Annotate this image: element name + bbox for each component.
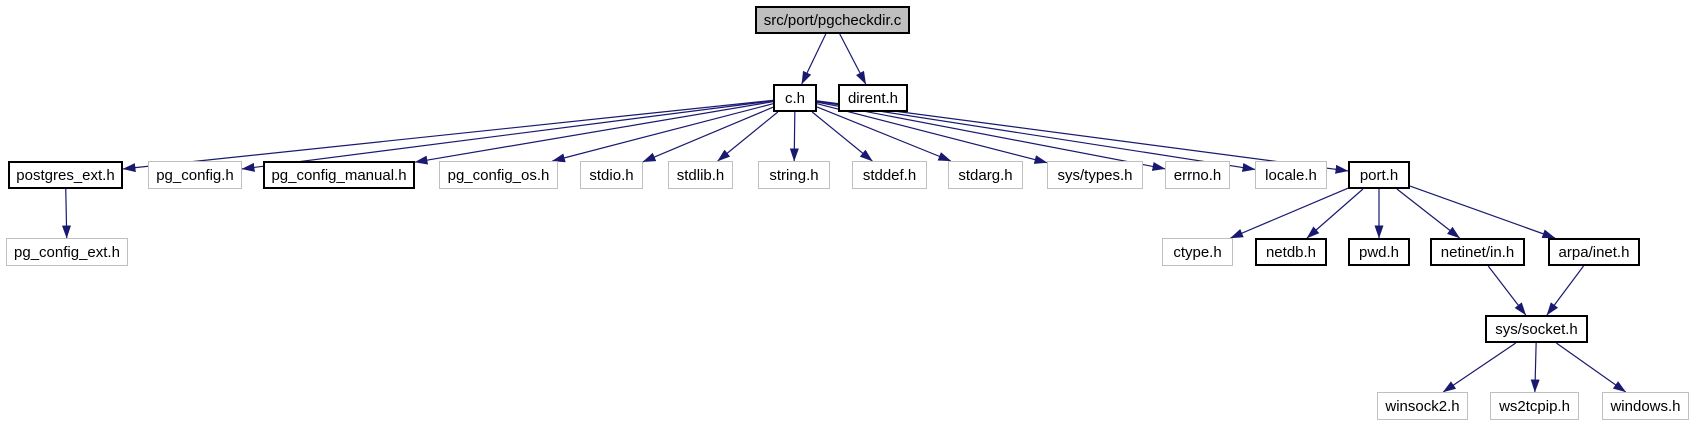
- node-label: locale.h: [1265, 166, 1317, 184]
- node-pwd_h[interactable]: pwd.h: [1348, 238, 1410, 266]
- node-label: string.h: [769, 166, 819, 184]
- node-label: pg_config_os.h: [447, 166, 550, 184]
- node-label: postgres_ext.h: [16, 166, 115, 184]
- node-sys_socket_h[interactable]: sys/socket.h: [1485, 315, 1588, 343]
- node-label: ws2tcpip.h: [1499, 397, 1570, 415]
- node-ctype_h: ctype.h: [1162, 238, 1233, 266]
- node-sys_types_h: sys/types.h: [1047, 161, 1143, 189]
- node-label: stdio.h: [589, 166, 634, 184]
- node-stddef_h: stddef.h: [852, 161, 927, 189]
- node-port_h[interactable]: port.h: [1348, 161, 1410, 189]
- node-stdarg_h: stdarg.h: [948, 161, 1023, 189]
- node-label: winsock2.h: [1385, 397, 1460, 415]
- node-dirent_h[interactable]: dirent.h: [838, 84, 908, 112]
- node-ws2tcpip_h: ws2tcpip.h: [1490, 392, 1579, 420]
- node-label: stddef.h: [862, 166, 917, 184]
- edge-c_h-to-postgres_ext_h: [122, 99, 774, 173]
- edge-port_h-to-ctype_h: [1230, 187, 1349, 239]
- node-label: sys/socket.h: [1495, 320, 1578, 338]
- node-label: pg_config_ext.h: [14, 243, 120, 261]
- edge-c_h-to-pg_config_manual_h: [414, 101, 774, 165]
- edge-c_h-to-stdarg_h: [816, 106, 952, 162]
- edge-sys_socket_h-to-windows_h: [1555, 342, 1627, 393]
- node-winsock2_h: winsock2.h: [1377, 392, 1468, 420]
- node-pg_config_ext_h: pg_config_ext.h: [6, 238, 128, 266]
- edge-postgres_ext_h-to-pg_config_ext_h: [61, 188, 71, 239]
- edge-port_h-to-netdb_h: [1306, 188, 1364, 239]
- node-c_h[interactable]: c.h: [773, 84, 817, 112]
- node-locale_h: locale.h: [1255, 161, 1327, 189]
- node-pgcheckdir_c: src/port/pgcheckdir.c: [755, 6, 910, 34]
- edge-c_h-to-stddef_h: [811, 111, 873, 162]
- node-label: sys/types.h: [1057, 166, 1133, 184]
- node-label: c.h: [784, 89, 805, 107]
- node-label: errno.h: [1173, 166, 1222, 184]
- edge-c_h-to-pg_config_os_h: [551, 103, 774, 163]
- node-string_h: string.h: [758, 161, 830, 189]
- node-label: dirent.h: [847, 89, 899, 107]
- node-postgres_ext_h[interactable]: postgres_ext.h: [8, 161, 123, 189]
- edge-netinet_in_h-to-sys_socket_h: [1487, 265, 1527, 316]
- node-label: stdarg.h: [958, 166, 1013, 184]
- node-label: windows.h: [1610, 397, 1681, 415]
- node-label: arpa/inet.h: [1558, 243, 1630, 261]
- edge-pgcheckdir_c-to-c_h: [801, 33, 827, 85]
- node-label: src/port/pgcheckdir.c: [763, 11, 902, 29]
- edge-pgcheckdir_c-to-dirent_h: [839, 33, 867, 85]
- edge-c_h-to-pg_config_h: [241, 100, 774, 172]
- node-pg_config_h: pg_config.h: [148, 161, 242, 189]
- node-label: netdb.h: [1265, 243, 1317, 261]
- node-netdb_h[interactable]: netdb.h: [1255, 238, 1327, 266]
- node-label: stdlib.h: [676, 166, 725, 184]
- edge-c_h-to-string_h: [789, 111, 799, 162]
- edge-c_h-to-sys_types_h: [816, 103, 1048, 164]
- edge-sys_socket_h-to-ws2tcpip_h: [1530, 342, 1540, 393]
- edge-arpa_inet_h-to-sys_socket_h: [1546, 265, 1585, 316]
- edge-c_h-to-stdlib_h: [717, 111, 779, 162]
- node-stdio_h: stdio.h: [580, 161, 643, 189]
- node-label: pg_config_manual.h: [271, 166, 407, 184]
- node-windows_h: windows.h: [1602, 392, 1689, 420]
- edge-sys_socket_h-to-winsock2_h: [1442, 342, 1517, 393]
- node-label: pwd.h: [1358, 243, 1400, 261]
- node-label: ctype.h: [1173, 243, 1222, 261]
- node-errno_h: errno.h: [1165, 161, 1230, 189]
- node-arpa_inet_h[interactable]: arpa/inet.h: [1548, 238, 1640, 266]
- edge-c_h-to-errno_h: [816, 101, 1166, 171]
- edge-port_h-to-netinet_in_h: [1396, 188, 1460, 239]
- node-stdlib_h: stdlib.h: [668, 161, 733, 189]
- edge-port_h-to-arpa_inet_h: [1409, 185, 1556, 239]
- node-pg_config_manual_h[interactable]: pg_config_manual.h: [263, 161, 415, 189]
- node-netinet_in_h[interactable]: netinet/in.h: [1430, 238, 1525, 266]
- node-label: pg_config.h: [156, 166, 234, 184]
- edge-c_h-to-stdio_h: [642, 106, 774, 163]
- node-label: netinet/in.h: [1440, 243, 1515, 261]
- node-pg_config_os_h: pg_config_os.h: [439, 161, 558, 189]
- node-label: port.h: [1359, 166, 1399, 184]
